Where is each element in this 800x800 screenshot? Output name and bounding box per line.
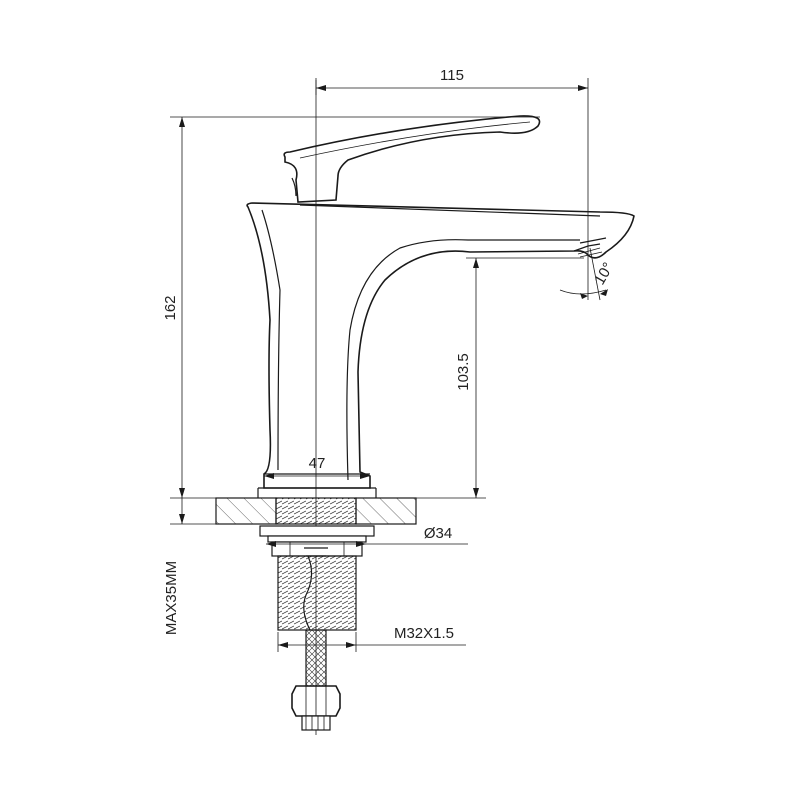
dim-base-width: 47: [264, 455, 370, 479]
dim-angle-label: 10°: [591, 260, 617, 288]
faucet-handle: [283, 115, 541, 203]
dim-width-label: 115: [440, 67, 464, 84]
dim-spout-height: 103.5: [416, 257, 584, 499]
dim-spout-angle: 10°: [559, 240, 617, 301]
dim-diameter-label: Ø34: [424, 525, 452, 542]
supply-hose: [291, 629, 341, 731]
dim-height-label: 162: [162, 295, 179, 320]
threaded-shank: [259, 497, 375, 631]
dim-shank-diameter: Ø34: [266, 525, 468, 547]
countertop-section: [215, 497, 417, 525]
dim-width-total: 115: [315, 67, 589, 240]
faucet-body: [246, 202, 635, 498]
dim-deck-label: MAX35MM: [163, 561, 180, 635]
dim-deck-thickness: MAX35MM: [163, 498, 216, 635]
dim-thread-label: M32X1.5: [394, 625, 454, 642]
dim-height-total: 162: [162, 116, 540, 499]
dim-base-label: 47: [309, 455, 326, 472]
dim-spout-label: 103.5: [455, 353, 472, 391]
